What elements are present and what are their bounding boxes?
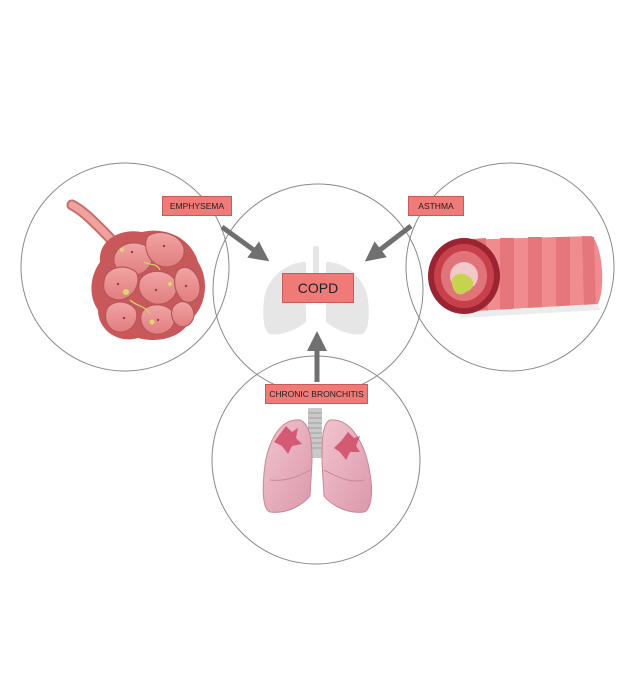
copd-label: COPD [282, 273, 354, 303]
arrow-emphysema-to-copd [220, 224, 270, 262]
emphysema-circle [20, 162, 230, 372]
airway-illustration-icon [428, 236, 603, 318]
asthma-circle [405, 162, 615, 372]
emphysema-label: EMPHYSEMA [162, 196, 232, 216]
arrow-asthma-to-copd [364, 224, 413, 262]
arrows [220, 224, 413, 382]
lungs-illustration-icon [262, 408, 373, 513]
chronic-bronchitis-label: CHRONIC BRONCHITIS [265, 384, 368, 404]
alveoli-illustration-icon [66, 199, 205, 340]
asthma-label: ASTHMA [408, 196, 464, 216]
